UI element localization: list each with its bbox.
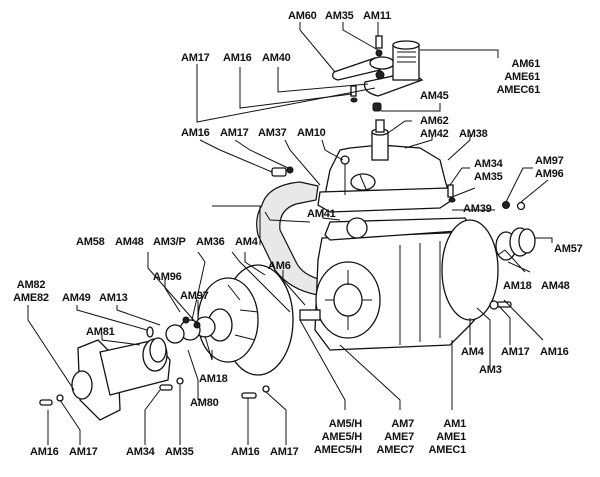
- label-am42: AM42: [420, 128, 449, 140]
- label-am45: AM45: [420, 90, 449, 102]
- label-am96-left: AM96: [153, 271, 182, 283]
- label-amec7: AMEC7: [376, 444, 414, 456]
- label-amec5h: AMEC5/H: [313, 444, 362, 456]
- label-amec61: AMEC61: [496, 84, 541, 96]
- label-am48-left: AM48: [115, 236, 144, 248]
- label-am97-left: AM97: [180, 290, 209, 302]
- label-am16-top: AM16: [223, 52, 252, 64]
- label-am11: AM11: [363, 10, 391, 22]
- label-am7-group: AM7 AME7 AMEC7: [370, 418, 414, 457]
- label-am61-group: AM61 AME61 AMEC61: [470, 58, 541, 97]
- label-am97-right: AM97: [535, 155, 564, 167]
- label-am17-right: AM17: [501, 346, 530, 358]
- label-am16-bottom-1: AM16: [30, 446, 59, 458]
- label-am48-right: AM48: [541, 280, 570, 292]
- label-ame61: AME61: [504, 71, 540, 83]
- label-am60: AM60: [288, 10, 317, 22]
- label-am17-mid: AM17: [220, 127, 249, 139]
- label-am34-bottom: AM34: [126, 446, 155, 458]
- cylinder-head: [271, 119, 526, 213]
- front-cover: [165, 264, 294, 376]
- label-am18-right: AM18: [503, 280, 532, 292]
- label-am57: AM57: [554, 243, 583, 255]
- label-am1-group: AM1 AME1 AMEC1: [420, 418, 466, 457]
- label-am13: AM13: [99, 292, 128, 304]
- label-am5h-group: AM5/H AME5/H AMEC5/H: [300, 418, 362, 457]
- label-am17-top: AM17: [181, 52, 210, 64]
- label-am49: AM49: [62, 292, 91, 304]
- label-am18-left: AM18: [199, 373, 228, 385]
- label-am40: AM40: [262, 52, 291, 64]
- label-am16-bottom-2: AM16: [231, 446, 260, 458]
- right-end-cap: [489, 227, 536, 310]
- label-am58: AM58: [76, 236, 105, 248]
- label-am17-bottom-2: AM17: [270, 446, 299, 458]
- label-am16-mid: AM16: [181, 127, 210, 139]
- label-am34-right: AM34: [474, 158, 503, 170]
- valve-handle-assembly: [332, 35, 424, 112]
- label-am1: AM1: [443, 418, 466, 430]
- label-amec1: AMEC1: [428, 444, 466, 456]
- label-am39: AM39: [463, 203, 492, 215]
- label-am10: AM10: [297, 127, 326, 139]
- label-am4-bottom: AM4: [461, 346, 484, 358]
- label-am35-top: AM35: [325, 10, 354, 22]
- label-am3p: AM3/P: [153, 236, 186, 248]
- label-am82: AM82: [16, 279, 46, 291]
- hose: [256, 181, 323, 296]
- label-am6: AM6: [268, 260, 291, 272]
- label-am35-right: AM35: [474, 171, 503, 183]
- label-am36: AM36: [196, 236, 225, 248]
- label-am81: AM81: [86, 326, 115, 338]
- label-ame5h: AME5/H: [321, 431, 363, 443]
- label-am16-right: AM16: [540, 346, 569, 358]
- label-am37: AM37: [258, 127, 287, 139]
- label-am7: AM7: [391, 418, 414, 430]
- label-am41: AM41: [307, 208, 336, 220]
- label-am38: AM38: [459, 128, 488, 140]
- label-am82-group: AM82 AME82: [8, 279, 54, 305]
- label-am5h: AM5/H: [328, 418, 362, 430]
- shaft-housing: [39, 326, 270, 421]
- label-am61: AM61: [511, 58, 540, 70]
- label-ame82: AME82: [13, 292, 49, 304]
- label-ame1: AME1: [436, 431, 466, 443]
- label-am17-bottom-1: AM17: [69, 446, 98, 458]
- label-am3: AM3: [479, 364, 502, 376]
- label-am35-bottom: AM35: [165, 446, 194, 458]
- label-am4-top: AM4: [235, 236, 258, 248]
- label-am96-right: AM96: [535, 168, 564, 180]
- label-am80: AM80: [190, 397, 219, 409]
- pump-body: [299, 217, 499, 351]
- label-am62: AM62: [420, 115, 449, 127]
- leader-lines: [27, 22, 553, 445]
- label-ame7: AME7: [384, 431, 414, 443]
